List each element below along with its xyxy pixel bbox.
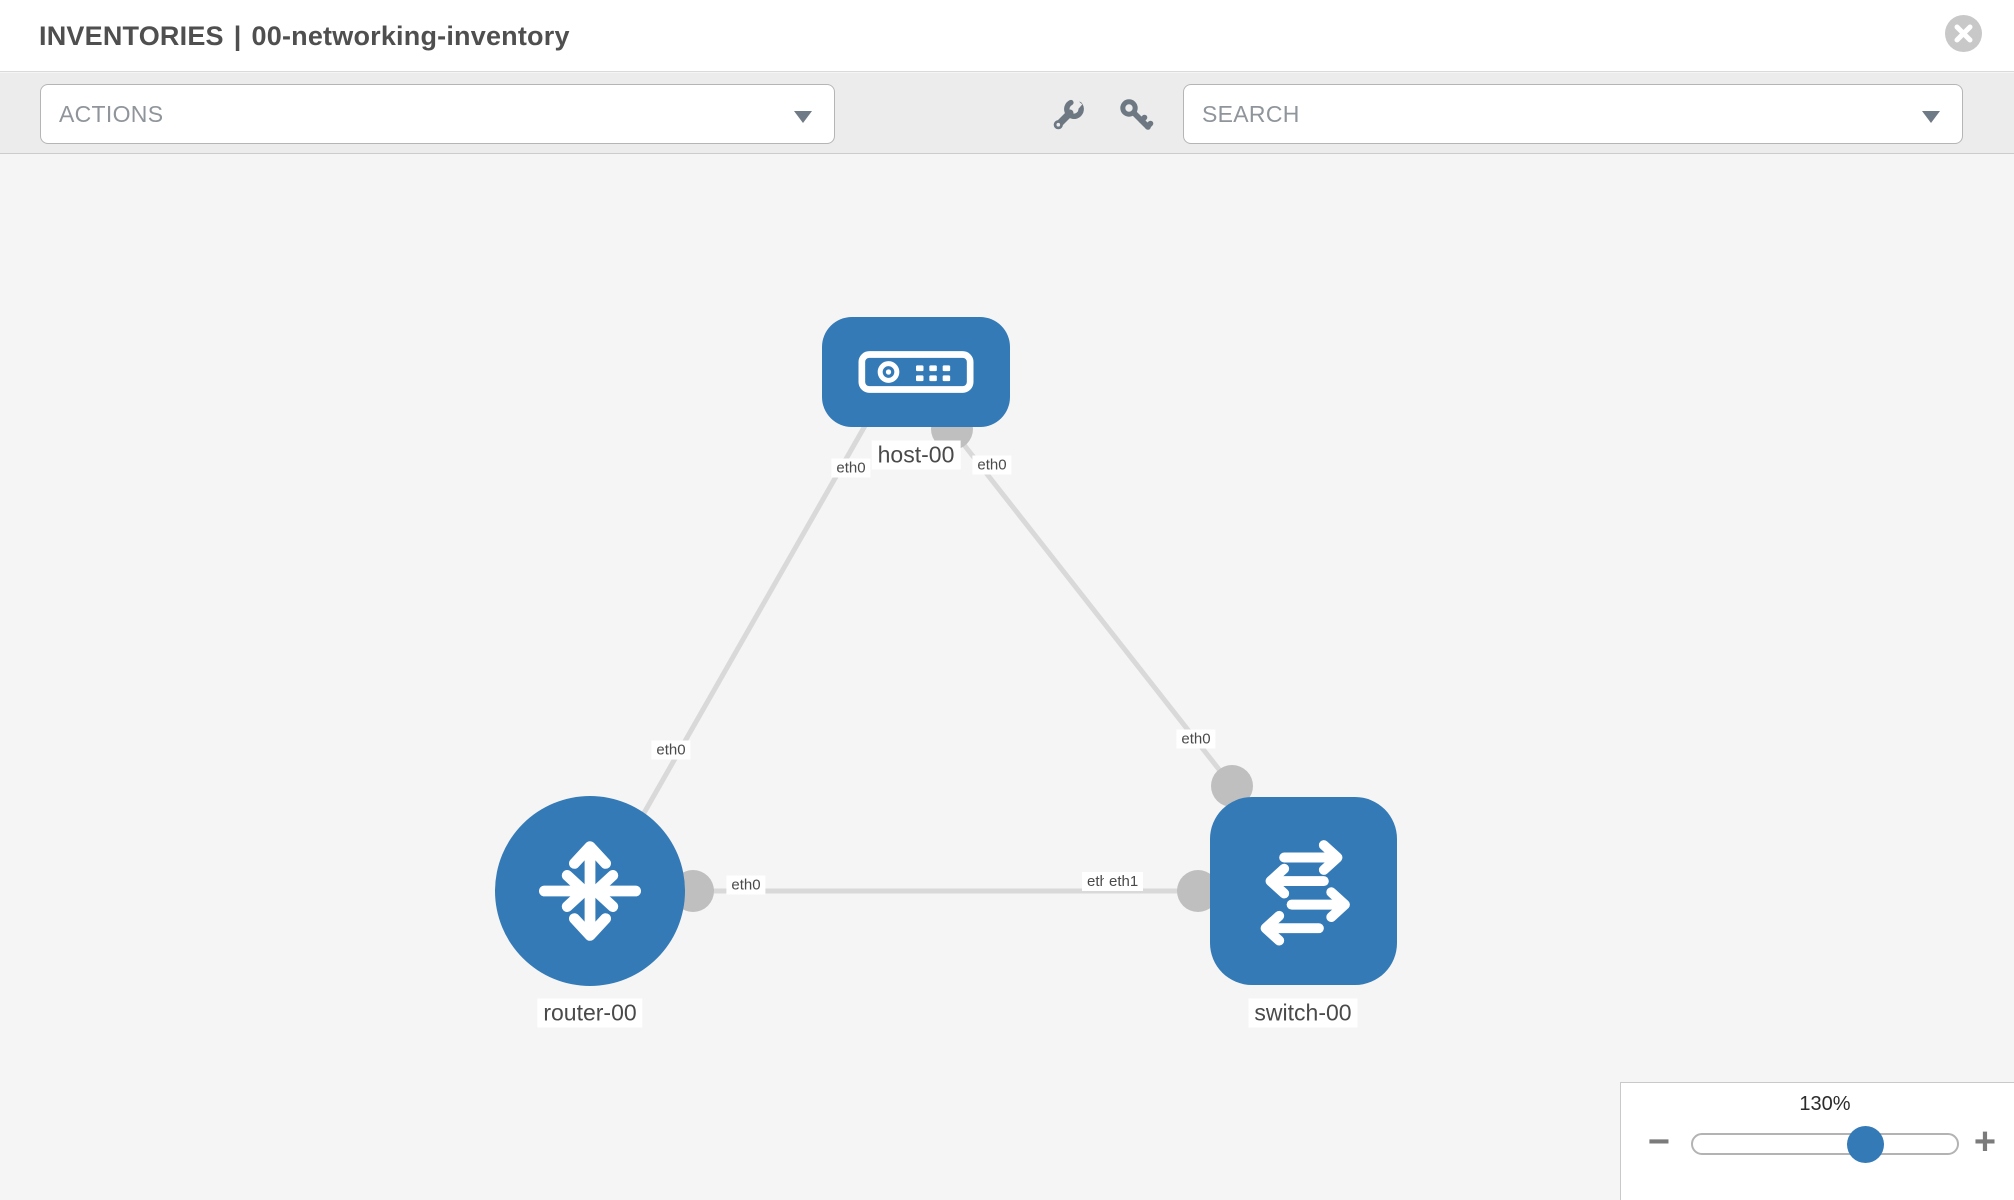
toolbar: ACTIONS SEARCH: [0, 73, 2014, 154]
node-label-host: host-00: [871, 440, 961, 470]
search-dropdown-label: SEARCH: [1202, 100, 1300, 127]
host-icon: [858, 351, 974, 393]
actions-dropdown[interactable]: ACTIONS: [40, 84, 835, 144]
wrench-icon: [1053, 99, 1084, 130]
switch-icon: [1260, 840, 1350, 946]
node-host-00[interactable]: [822, 317, 1010, 427]
close-button[interactable]: [1945, 15, 1982, 52]
search-dropdown[interactable]: SEARCH: [1183, 84, 1963, 144]
interface-label-router-horizontal: eth0: [726, 875, 766, 895]
page-title: INVENTORIES | 00-networking-inventory: [39, 0, 570, 72]
zoom-slider[interactable]: [1691, 1126, 1959, 1163]
interface-label-switch-horizontal-over: eth1: [1104, 872, 1144, 891]
router-icon: [539, 841, 641, 941]
zoom-out-button[interactable]: −: [1639, 1119, 1679, 1165]
zoom-value: 130%: [1799, 1093, 1851, 1115]
interface-connector-switch-mid: [1177, 870, 1219, 912]
zoom-slider-thumb[interactable]: [1847, 1126, 1884, 1163]
interface-label-switch-top: eth0: [1176, 729, 1216, 749]
zoom-panel: 130% − +: [1620, 1082, 2014, 1200]
interface-connector-switch-top: [1211, 765, 1253, 807]
actions-dropdown-label: ACTIONS: [59, 100, 164, 127]
zoom-in-button[interactable]: +: [1965, 1119, 2005, 1165]
page-header: INVENTORIES | 00-networking-inventory: [0, 0, 2014, 72]
node-label-router: router-00: [537, 998, 643, 1028]
node-label-switch: switch-00: [1248, 998, 1358, 1028]
configure-button[interactable]: [1047, 94, 1089, 136]
topology-canvas[interactable]: host-00 router-00 switch-00 eth0 eth0 et…: [0, 155, 2014, 1200]
node-switch-00[interactable]: [1210, 797, 1397, 985]
breadcrumb-section: INVENTORIES: [39, 21, 224, 51]
chevron-down-icon: [794, 111, 812, 123]
credentials-button[interactable]: [1115, 94, 1157, 136]
chevron-down-icon: [1922, 111, 1940, 123]
key-icon: [1120, 99, 1154, 130]
interface-label-host-right: eth0: [972, 455, 1012, 475]
node-router-00[interactable]: [495, 796, 685, 986]
title-separator: |: [233, 21, 242, 51]
inventory-name: 00-networking-inventory: [251, 21, 570, 51]
close-icon: [1954, 24, 1973, 43]
interface-label-router-diagonal: eth0: [651, 740, 691, 760]
interface-label-host-left: eth0: [831, 458, 871, 478]
topology-links-layer: [637, 408, 1253, 912]
link-host-switch: [948, 425, 1234, 788]
